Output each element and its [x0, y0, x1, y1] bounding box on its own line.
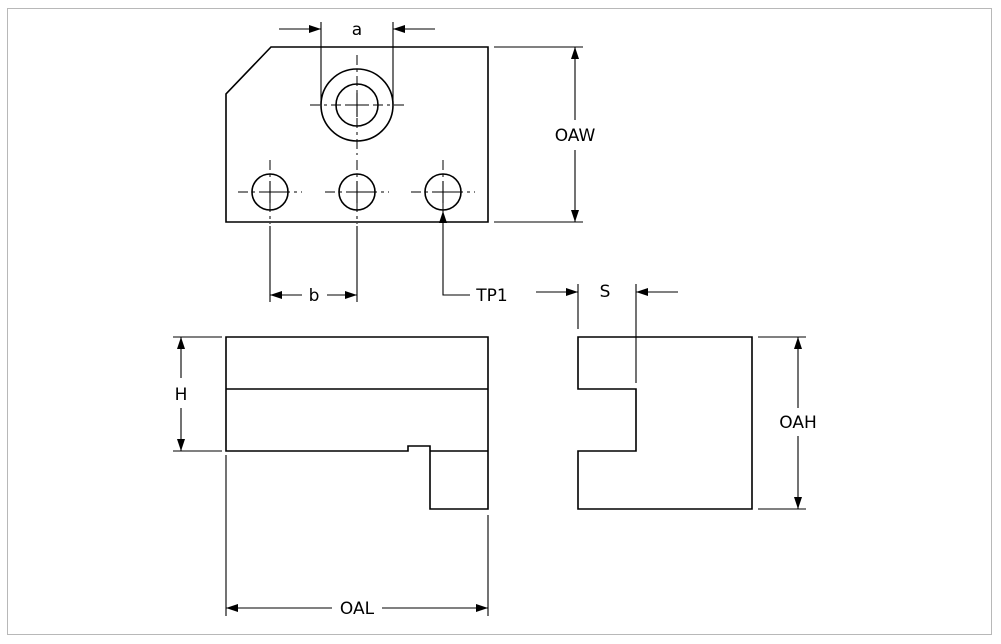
- dim-s: [536, 284, 678, 383]
- drawing-frame: [7, 8, 992, 635]
- label-background: [597, 282, 613, 302]
- label-background: [306, 286, 322, 306]
- label-tp1: TP1: [475, 286, 507, 306]
- dim-b: [269, 226, 358, 302]
- small-hole-1: [238, 160, 302, 224]
- counterbore-centerlines: [310, 55, 404, 155]
- label-background: [349, 20, 365, 40]
- top-view-outline: [225, 46, 489, 223]
- dim-oaw: [494, 46, 583, 223]
- top-view: a OAW b TP1: [225, 20, 598, 306]
- label-background: [337, 599, 377, 619]
- dim-oah: [758, 336, 806, 510]
- dim-h: [173, 336, 222, 452]
- label-background: [777, 413, 819, 433]
- front-view-outline: [225, 336, 489, 510]
- side-view-outline: [577, 336, 753, 510]
- label-background: [552, 126, 598, 146]
- label-s: S: [600, 282, 611, 302]
- label-oah: OAH: [779, 413, 817, 433]
- dim-oal: [225, 455, 489, 616]
- label-a: a: [352, 20, 362, 40]
- label-h: H: [175, 385, 188, 405]
- label-b: b: [309, 286, 320, 306]
- small-hole-2: [325, 160, 389, 224]
- label-background: [473, 286, 510, 306]
- label-oaw: OAW: [555, 126, 596, 146]
- small-hole-3: [411, 160, 475, 224]
- side-view: S OAH: [536, 282, 819, 510]
- label-oal: OAL: [340, 599, 375, 619]
- label-background: [172, 385, 190, 405]
- front-view: H OAL: [172, 336, 489, 619]
- tp1-leader: [439, 211, 470, 296]
- dim-a: [279, 22, 435, 105]
